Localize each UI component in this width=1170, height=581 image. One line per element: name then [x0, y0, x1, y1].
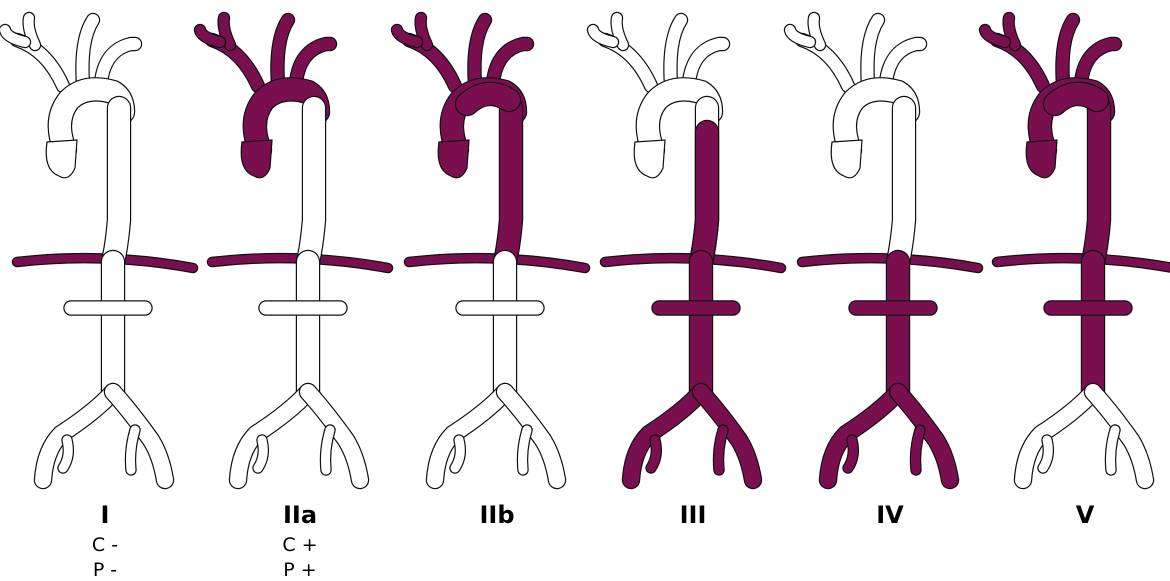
- iliac-arteries: [828, 392, 950, 480]
- right-internal-iliac: [523, 430, 528, 470]
- descending-thoracic-aorta: [1093, 108, 1099, 262]
- aortic-root: [438, 140, 469, 178]
- right-subclavian-branch: [790, 30, 810, 42]
- descending-thoracic-aorta: [113, 108, 119, 262]
- panel-label: IV: [820, 503, 960, 527]
- panel-label: IIb: [427, 503, 567, 527]
- panel-note-c: C +: [230, 536, 370, 555]
- supra-aortic-branches: [593, 18, 723, 86]
- panel-label: I: [35, 503, 175, 527]
- left-carotid-branch: [1062, 20, 1073, 84]
- iliac-arteries: [238, 392, 360, 480]
- aorta-panel-6: [985, 18, 1170, 480]
- left-subclavian-branch: [689, 44, 723, 82]
- right-subclavian-branch: [200, 30, 220, 42]
- panel-note-p: P +: [230, 561, 370, 580]
- right-subclavian-branch: [985, 30, 1005, 42]
- supra-aortic-branches: [200, 18, 330, 86]
- right-subclavian-branch: [593, 30, 613, 42]
- left-subclavian-branch: [886, 44, 920, 82]
- descending-thoracic-aorta: [505, 108, 511, 262]
- supra-aortic-branches: [790, 18, 920, 86]
- left-internal-iliac: [1043, 440, 1048, 468]
- descending-thoracic-aorta: [898, 108, 904, 262]
- right-internal-iliac: [719, 430, 724, 470]
- left-common-iliac: [631, 392, 701, 480]
- descending-thoracic-aorta-lower: [701, 132, 707, 262]
- right-internal-iliac: [131, 430, 136, 470]
- left-carotid-branch: [277, 20, 288, 84]
- aortic-root: [831, 140, 862, 178]
- descending-thoracic-aorta: [308, 108, 314, 262]
- aorta-panel-1: [5, 18, 193, 480]
- panel-label: V: [1015, 503, 1155, 527]
- panel-label: IIa: [230, 503, 370, 527]
- iliac-arteries: [631, 392, 753, 480]
- left-carotid-branch: [670, 20, 681, 84]
- aortic-arch: [467, 94, 509, 104]
- supra-aortic-branches: [397, 18, 527, 86]
- aorta-panel-4: [593, 18, 781, 480]
- left-common-iliac: [1023, 392, 1093, 480]
- aorta-panel-5: [790, 18, 978, 480]
- panel-note-p: P -: [35, 561, 175, 580]
- left-common-iliac: [435, 392, 505, 480]
- left-subclavian-branch: [1081, 44, 1115, 82]
- left-common-iliac: [43, 392, 113, 480]
- left-carotid-branch: [82, 20, 93, 84]
- left-common-iliac: [828, 392, 898, 480]
- supra-aortic-branches: [985, 18, 1115, 86]
- left-subclavian-branch: [296, 44, 330, 82]
- left-subclavian-branch: [493, 44, 527, 82]
- left-internal-iliac: [848, 440, 853, 468]
- aortic-root: [1026, 140, 1057, 178]
- left-carotid-branch: [474, 20, 485, 84]
- aortic-root: [634, 140, 665, 178]
- right-subclavian-branch: [5, 30, 25, 42]
- left-internal-iliac: [651, 440, 656, 468]
- aortic-root: [46, 140, 77, 178]
- right-internal-iliac: [326, 430, 331, 470]
- right-subclavian-branch: [397, 30, 417, 42]
- left-internal-iliac: [455, 440, 460, 468]
- left-subclavian-branch: [101, 44, 135, 82]
- supra-aortic-branches: [5, 18, 135, 86]
- panel-note-c: C -: [35, 536, 175, 555]
- aorta-panel-2: [200, 18, 388, 480]
- aorta-panel-3: [397, 18, 585, 480]
- right-internal-iliac: [916, 430, 921, 470]
- aortic-arch: [1055, 94, 1097, 104]
- iliac-arteries: [43, 392, 165, 480]
- aortic-root: [241, 140, 272, 178]
- right-internal-iliac: [1111, 430, 1116, 470]
- left-internal-iliac: [258, 440, 263, 468]
- left-common-iliac: [238, 392, 308, 480]
- left-internal-iliac: [63, 440, 68, 468]
- panel-label: III: [623, 503, 763, 527]
- left-carotid-branch: [867, 20, 878, 84]
- iliac-arteries: [1023, 392, 1145, 480]
- iliac-arteries: [435, 392, 557, 480]
